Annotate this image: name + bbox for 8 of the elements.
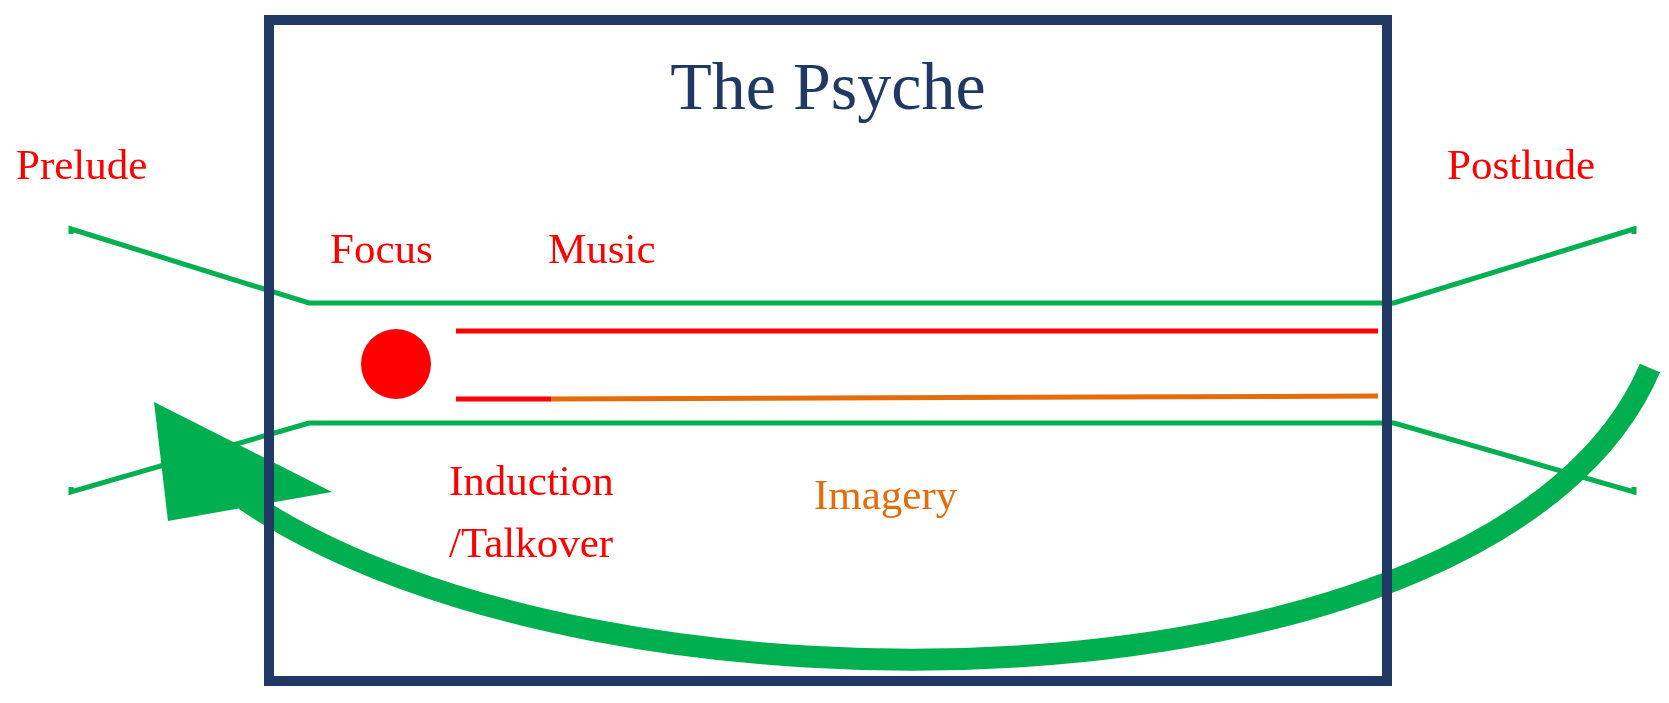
stage-label: Imagery — [814, 470, 958, 520]
psyche-box — [264, 15, 1392, 686]
stage-label: Induction /Talkover — [449, 456, 615, 569]
phase-label: Prelude — [16, 140, 148, 190]
stage-label: Focus — [330, 224, 433, 274]
stage-label: Music — [548, 224, 656, 274]
box-title: The Psyche — [669, 47, 987, 126]
phase-label: Postlude — [1447, 140, 1596, 190]
